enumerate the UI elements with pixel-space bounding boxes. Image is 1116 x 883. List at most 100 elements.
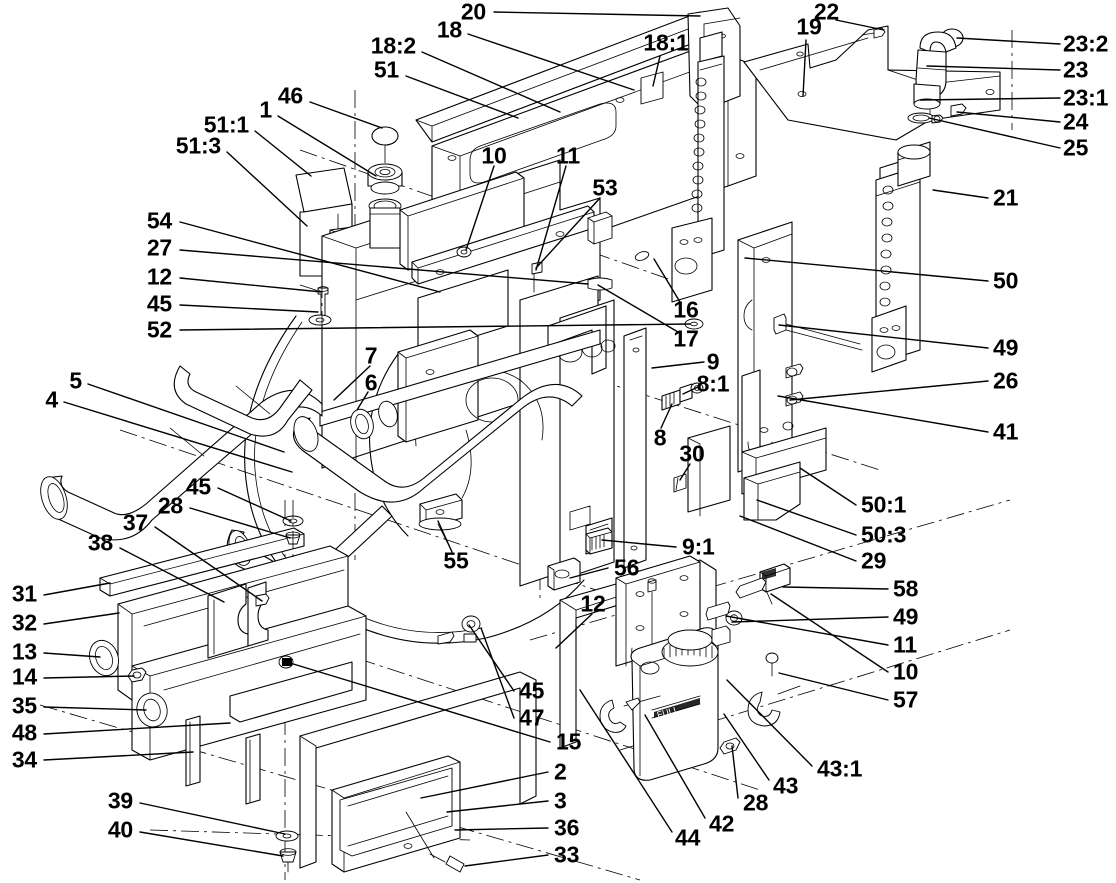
leader-line	[254, 130, 312, 177]
leader-line	[420, 771, 549, 799]
callout-number-18-2[interactable]: 18:2	[370, 32, 416, 59]
callout-number-16[interactable]: 16	[673, 296, 699, 323]
callout-number-44[interactable]: 44	[675, 824, 701, 851]
callout-number-45[interactable]: 45	[146, 290, 172, 317]
callout-number-10[interactable]: 10	[893, 658, 919, 685]
callout-number-25[interactable]: 25	[1063, 134, 1089, 161]
callout-number-17[interactable]: 17	[673, 325, 699, 352]
callout-number-35[interactable]: 35	[11, 692, 37, 719]
callout-number-50-3[interactable]: 50:3	[861, 521, 907, 548]
callout-number-57[interactable]: 57	[893, 686, 919, 713]
callout-number-31[interactable]: 31	[11, 580, 37, 607]
callout-number-11[interactable]: 11	[556, 142, 580, 169]
callout-number-43[interactable]: 43	[773, 772, 799, 799]
callout-number-23[interactable]: 23	[1063, 56, 1089, 83]
leader-line	[217, 487, 292, 522]
callout-number-28[interactable]: 28	[157, 492, 183, 519]
callout-number-49[interactable]: 49	[893, 603, 919, 630]
callout-number-52[interactable]: 52	[146, 316, 172, 343]
callout-number-27[interactable]: 27	[146, 234, 172, 261]
callout-number-18-1[interactable]: 18:1	[643, 29, 689, 56]
leader-line	[87, 383, 285, 453]
mount-boxes-50-29	[687, 425, 827, 521]
callout-number-32[interactable]: 32	[11, 609, 37, 636]
callout-number-8-1[interactable]: 8:1	[696, 370, 730, 397]
leader-line	[782, 586, 889, 590]
callout-number-4[interactable]: 4	[45, 386, 58, 413]
leader-line	[956, 111, 1061, 123]
leader-line	[454, 827, 549, 831]
callout-number-55[interactable]: 55	[443, 547, 469, 574]
expansion-tank-43: FULL	[599, 625, 741, 781]
callout-number-8[interactable]: 8	[653, 424, 667, 451]
callout-number-18[interactable]: 18	[436, 16, 462, 43]
callout-number-42[interactable]: 42	[709, 810, 735, 837]
callout-number-30[interactable]: 30	[679, 440, 705, 467]
callout-number-23-1[interactable]: 23:1	[1063, 84, 1109, 111]
callout-number-20[interactable]: 20	[460, 0, 486, 25]
callout-number-3[interactable]: 3	[554, 787, 567, 814]
callout-number-13[interactable]: 13	[11, 638, 37, 665]
callout-number-51-3[interactable]: 51:3	[175, 132, 221, 159]
callout-number-9-1[interactable]: 9:1	[682, 533, 715, 560]
callout-number-58[interactable]: 58	[893, 575, 919, 602]
callout-number-5[interactable]: 5	[69, 367, 82, 394]
callout-number-15[interactable]: 15	[556, 728, 582, 755]
decal-18-1	[640, 71, 664, 105]
callout-number-51-1[interactable]: 51:1	[203, 111, 249, 138]
callout-number-54[interactable]: 54	[146, 207, 172, 234]
callout-number-50[interactable]: 50	[993, 267, 1019, 294]
callout-number-9[interactable]: 9	[706, 348, 720, 375]
callout-number-41[interactable]: 41	[993, 418, 1019, 445]
callout-number-12[interactable]: 12	[146, 263, 172, 290]
callout-number-45[interactable]: 45	[185, 473, 211, 500]
callout-number-28[interactable]: 28	[743, 789, 769, 816]
callout-number-38[interactable]: 38	[87, 529, 113, 556]
callout-number-53[interactable]: 53	[592, 174, 618, 201]
leader-line	[723, 713, 770, 781]
callout-number-14[interactable]: 14	[11, 663, 37, 690]
leader-line	[43, 652, 101, 658]
callout-number-23-2[interactable]: 23:2	[1063, 30, 1109, 57]
callout-number-22[interactable]: 22	[813, 0, 839, 25]
callout-number-50-1[interactable]: 50:1	[861, 491, 907, 518]
callout-number-26[interactable]: 26	[993, 367, 1019, 394]
callout-number-40[interactable]: 40	[107, 816, 133, 843]
callout-number-7[interactable]: 7	[364, 342, 378, 369]
leader-line	[43, 582, 111, 596]
fasteners-45-28-mid	[282, 500, 304, 560]
fasteners-39-40	[275, 830, 299, 873]
callout-number-36[interactable]: 36	[554, 814, 580, 841]
callout-number-34[interactable]: 34	[11, 746, 37, 773]
callout-number-47[interactable]: 47	[519, 704, 545, 731]
leader-line	[569, 567, 609, 579]
leader-line	[956, 37, 1061, 45]
callout-number-37[interactable]: 37	[122, 509, 148, 536]
callout-number-11[interactable]: 11	[893, 631, 917, 658]
callout-number-12[interactable]: 12	[580, 590, 606, 617]
callout-number-6[interactable]: 6	[364, 369, 378, 396]
callout-number-48[interactable]: 48	[11, 719, 37, 746]
callout-number-10[interactable]: 10	[481, 142, 507, 169]
leader-line	[119, 547, 225, 603]
callout-number-1[interactable]: 1	[259, 96, 272, 123]
leader-line	[356, 391, 369, 411]
callout-number-46[interactable]: 46	[277, 82, 303, 109]
leader-line	[309, 101, 383, 129]
callout-number-39[interactable]: 39	[107, 787, 133, 814]
callout-number-56[interactable]: 56	[614, 554, 640, 581]
callout-number-21[interactable]: 21	[993, 184, 1019, 211]
leader-line	[43, 675, 135, 679]
callout-number-29[interactable]: 29	[861, 547, 887, 574]
callout-number-33[interactable]: 33	[554, 841, 580, 868]
callout-number-51[interactable]: 51	[373, 56, 399, 83]
leader-line	[799, 467, 857, 506]
bolt-22	[861, 27, 886, 39]
leader-line	[179, 323, 691, 331]
callout-number-49[interactable]: 49	[993, 334, 1019, 361]
callout-number-24[interactable]: 24	[1063, 108, 1089, 135]
callout-number-43-1[interactable]: 43:1	[817, 755, 863, 782]
callout-number-45[interactable]: 45	[519, 677, 545, 704]
callout-number-2[interactable]: 2	[554, 758, 567, 785]
callout-number-19[interactable]: 19	[796, 13, 822, 40]
